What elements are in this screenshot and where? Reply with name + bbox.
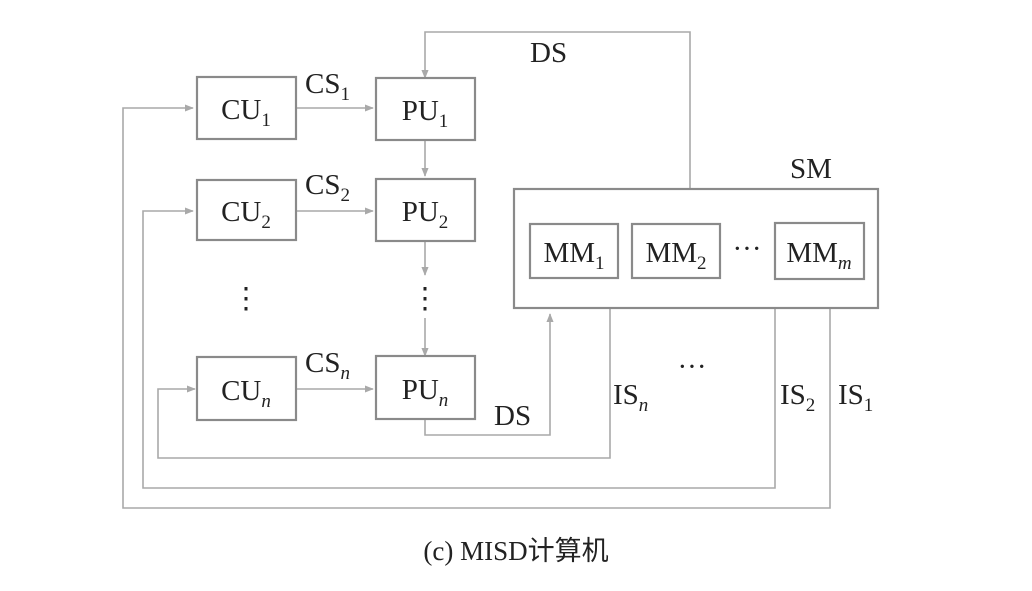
pu2-box xyxy=(374,177,477,243)
is2-label: IS2 xyxy=(780,379,815,416)
cu1-label: CU1 xyxy=(221,94,271,131)
pu1-box xyxy=(374,76,477,142)
figure-caption: (c) MISD计算机 xyxy=(423,536,608,566)
cs1-label: CS1 xyxy=(305,68,350,105)
mm-ellipsis: ··· xyxy=(733,233,762,265)
ds-feedback-wire xyxy=(421,31,691,189)
mmm-label: MMm xyxy=(786,237,851,274)
is-ellipsis: ··· xyxy=(678,351,707,383)
ds-output-wire xyxy=(424,313,554,436)
mm1-label: MM1 xyxy=(543,237,604,274)
ds-top-label: DS xyxy=(530,37,567,69)
pu-vdots: ⋮ xyxy=(411,283,440,315)
cu1-box xyxy=(195,75,298,141)
mmm-box xyxy=(773,221,866,281)
pu2-label: PU2 xyxy=(402,196,449,233)
csn-label: CSn xyxy=(305,347,350,384)
cu-vdots: ⋮ xyxy=(232,283,261,315)
pun-label: PUn xyxy=(402,374,449,411)
is1-wire xyxy=(122,104,831,509)
isn-label: ISn xyxy=(613,379,648,416)
cu2-box xyxy=(195,178,298,242)
cun-box xyxy=(195,355,298,422)
mm2-label: MM2 xyxy=(645,237,706,274)
ds-bottom-label: DS xyxy=(494,400,531,432)
is2-wire xyxy=(142,207,776,489)
mm1-box xyxy=(528,222,620,280)
sm-label: SM xyxy=(790,153,832,185)
pun-box xyxy=(374,354,477,421)
is1-label: IS1 xyxy=(838,379,873,416)
mm2-box xyxy=(630,222,722,280)
pu1-label: PU1 xyxy=(402,95,449,132)
isn-wire xyxy=(157,308,611,459)
cun-label: CUn xyxy=(221,375,271,412)
cu2-label: CU2 xyxy=(221,196,271,233)
cs2-label: CS2 xyxy=(305,169,350,206)
